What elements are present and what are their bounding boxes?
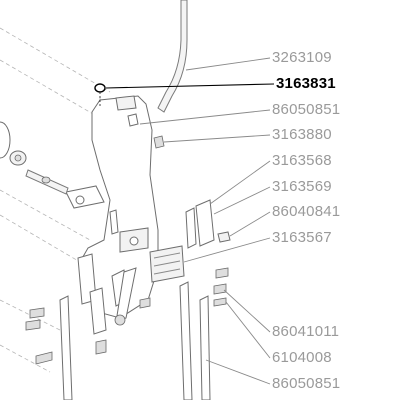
- lower-rods: [59, 281, 211, 400]
- part-number-label: 3163880: [272, 126, 332, 143]
- part-number-label: 6104008: [272, 349, 332, 366]
- bent-wire-rod: [157, 0, 188, 113]
- part-number-label: 86040841: [272, 203, 341, 220]
- pin-part: [153, 135, 165, 149]
- part-number-label: 3163567: [272, 229, 332, 246]
- retaining-clip-part: [94, 83, 106, 108]
- bolts: [25, 267, 229, 365]
- part-number-label: 86050851: [272, 375, 341, 392]
- part-number-label: 3163568: [272, 152, 332, 169]
- right-bracket-assembly: [185, 199, 231, 249]
- part-number-label: 86041011: [272, 323, 340, 340]
- main-plate: [65, 95, 185, 335]
- part-number-label: 3163569: [272, 178, 332, 195]
- leader-lines: [105, 57, 275, 385]
- part-number-label: 86050851: [272, 101, 341, 118]
- part-number-label: 3263109: [272, 49, 332, 66]
- left-shaft-assembly: [0, 121, 69, 195]
- part-number-label-highlighted: 3163831: [276, 75, 336, 92]
